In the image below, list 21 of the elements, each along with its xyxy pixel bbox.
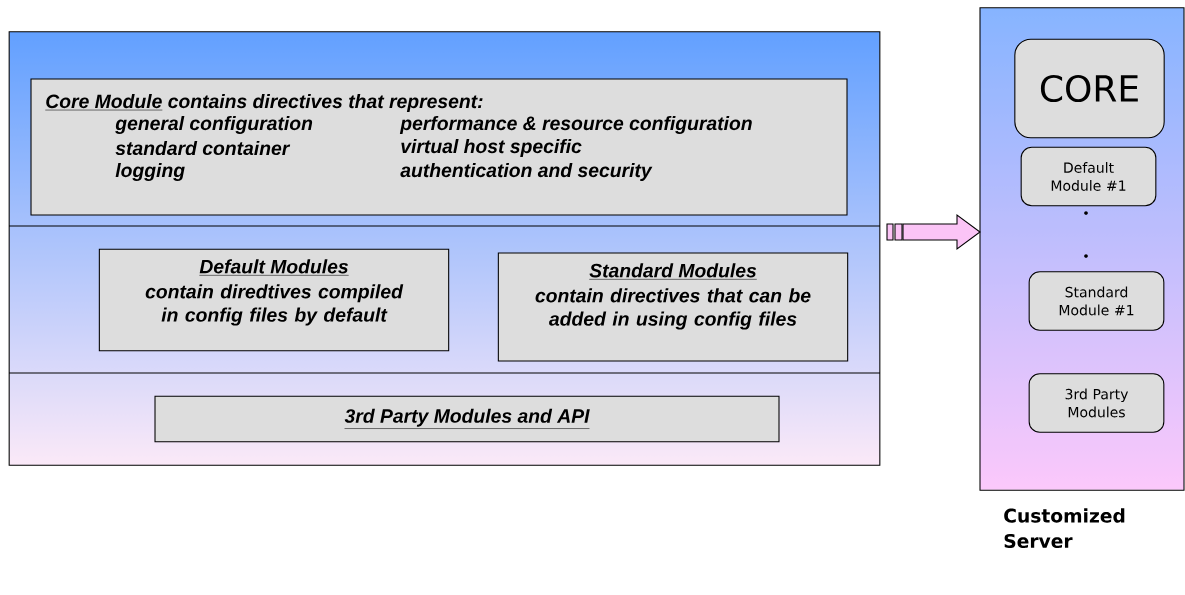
heading: Standard Modules [588,263,758,280]
list-item: logging [115,163,185,181]
module-box [98,248,450,352]
heading: Core Module contains directives that represent: [45,94,483,112]
list-item: authentication and security [400,163,653,181]
description: contain diredtives compiled in config files by default [145,284,404,326]
list-item: virtual host specific [401,139,582,157]
block-arrow [886,213,981,251]
module-box: Standard Module #1 [1028,271,1165,331]
list-item: standard container [115,140,291,156]
module-box: 3rd Party Modules [1028,373,1165,433]
module-box [30,78,848,216]
description: contain directives that can be added in using config files [535,288,811,330]
module-box: Default Module #1 [1020,146,1157,207]
heading: Default Modules [199,259,349,276]
module-box: CORE [1014,38,1165,139]
module-box [497,252,849,362]
list-item: performance & resource configuration [399,116,752,134]
module-box: 3rd Party Modules and API [154,395,780,443]
panel-caption: Customized Server [1004,508,1125,549]
list-item: general configuration [115,116,313,134]
